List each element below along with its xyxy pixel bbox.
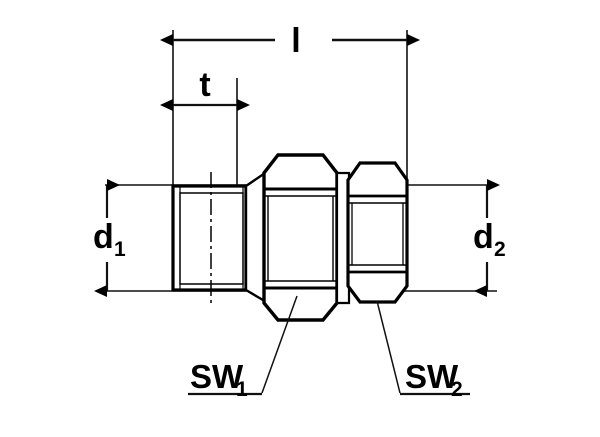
dim-label-d2: d: [473, 218, 494, 256]
dim-label-d1: d: [93, 218, 114, 256]
callout-sw1: SW 1: [188, 295, 298, 401]
dimension-d1: d 1: [93, 179, 126, 297]
callout-label-sw1: SW: [190, 358, 244, 395]
hex-nut-2-shoulder: [335, 171, 351, 305]
callout-sw1-leader: [261, 295, 298, 394]
callout-label-sw2-subscript: 2: [451, 378, 463, 401]
hex-nut-2: [335, 161, 409, 305]
callout-sw2-leader: [376, 300, 401, 394]
dimension-d2: d 2: [473, 179, 506, 297]
thread-crest-marks: [179, 186, 244, 290]
hex-nut-1: [262, 153, 339, 322]
callout-label-sw1-subscript: 1: [236, 378, 248, 401]
dim-label-l: l: [291, 22, 300, 60]
hex-nut-1-outline: [262, 153, 339, 322]
callout-label-sw2: SW: [405, 358, 459, 395]
dim-label-d2-subscript: 2: [494, 238, 506, 261]
callout-sw2: SW 2: [376, 300, 470, 401]
thread-section: [171, 168, 270, 306]
dimension-t: t: [160, 66, 250, 111]
dim-label-t: t: [199, 66, 210, 104]
dimension-l: l: [160, 22, 420, 60]
thread-outer-profile: [171, 184, 248, 292]
dim-label-d1-subscript: 1: [114, 238, 126, 261]
hex-nut-2-outline: [346, 161, 409, 304]
